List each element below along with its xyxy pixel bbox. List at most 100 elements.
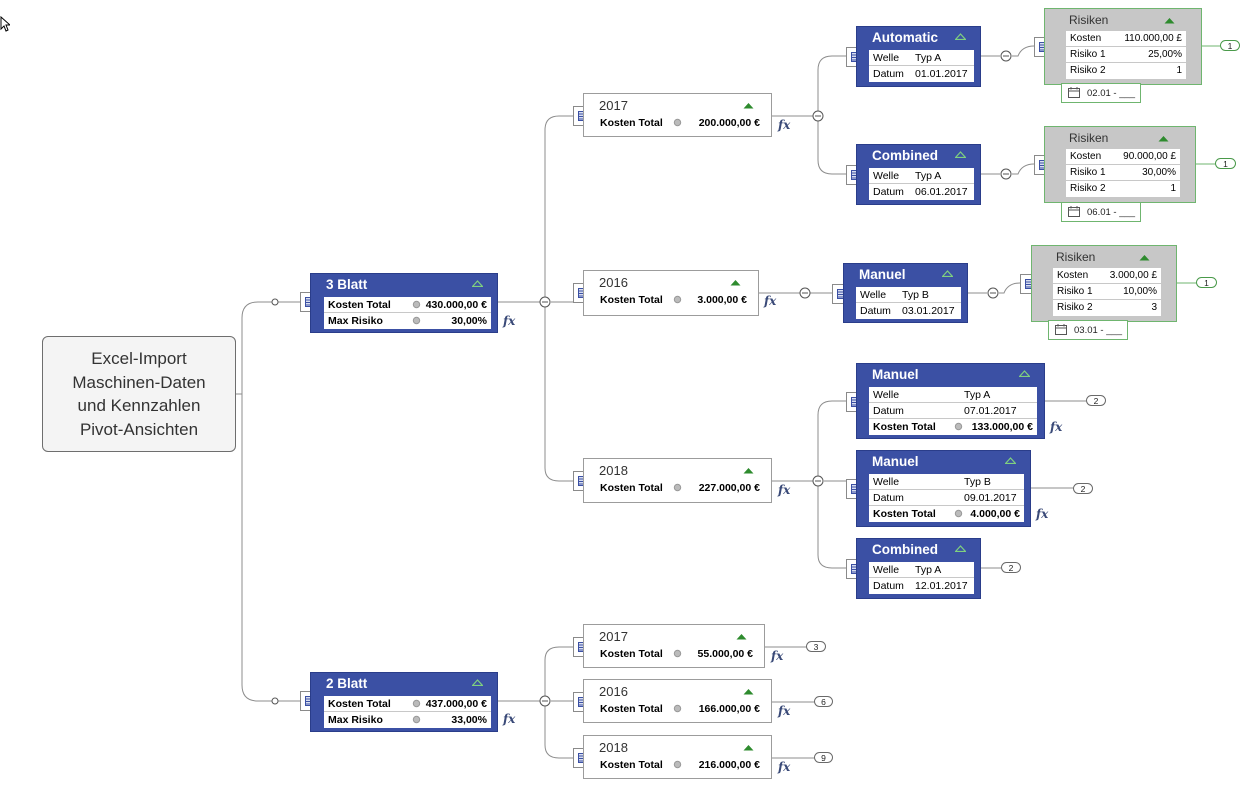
kosten-value: 55.000,00 € <box>697 648 753 660</box>
gear-icon <box>412 316 421 325</box>
kosten-label: Kosten Total <box>600 117 663 129</box>
year-node-2016[interactable]: 2016 Kosten Total 166.000,00 € <box>583 679 772 723</box>
formula-icon[interactable]: fx <box>778 704 791 718</box>
formula-icon[interactable]: fx <box>503 712 516 726</box>
kosten-label: Kosten Total <box>600 759 663 771</box>
date-range-text: 02.01 - ___ <box>1087 88 1136 99</box>
collapse-triangle-icon[interactable] <box>942 270 953 277</box>
formula-icon[interactable]: fx <box>503 314 516 328</box>
child-count-badge[interactable]: 2 <box>1086 395 1106 406</box>
root-topic[interactable]: Excel-Import Maschinen-Daten und Kennzah… <box>42 336 236 452</box>
root-line: und Kennzahlen <box>77 396 201 415</box>
risk-title: Risiken <box>1069 13 1109 27</box>
date-range-field[interactable]: 02.01 - ___ <box>1061 83 1141 103</box>
child-count-badge[interactable]: 1 <box>1215 158 1236 169</box>
expand-triangle-icon[interactable] <box>743 688 754 695</box>
child-count-badge[interactable]: 6 <box>814 696 833 707</box>
kosten-label: Kosten Total <box>600 648 663 660</box>
calendar-icon <box>1068 206 1080 217</box>
child-count-badge[interactable]: 1 <box>1220 40 1240 51</box>
collapse-triangle-icon[interactable] <box>1019 370 1030 377</box>
risk-title: Risiken <box>1069 131 1109 145</box>
child-count-badge[interactable]: 3 <box>806 641 826 652</box>
expand-triangle-icon[interactable] <box>1164 17 1175 24</box>
expand-triangle-icon[interactable] <box>730 279 741 286</box>
gear-icon <box>673 704 682 713</box>
machine-title: Manuel <box>859 267 906 282</box>
collapse-triangle-icon[interactable] <box>472 280 483 287</box>
expand-triangle-icon[interactable] <box>1158 135 1169 142</box>
child-count-badge[interactable]: 2 <box>1073 483 1093 494</box>
year-label: 2016 <box>599 684 628 699</box>
year-node-2016[interactable]: 2016 Kosten Total 3.000,00 € <box>583 270 759 316</box>
root-line: Maschinen-Daten <box>72 372 206 392</box>
topic-title: 3 Blatt <box>326 277 368 292</box>
calendar-icon <box>1068 87 1080 98</box>
year-node-2018[interactable]: 2018 Kosten Total 216.000,00 € <box>583 735 772 779</box>
child-count-badge[interactable]: 9 <box>814 752 833 763</box>
formula-icon[interactable]: fx <box>778 483 791 497</box>
formula-icon[interactable]: fx <box>1050 420 1063 434</box>
formula-icon[interactable]: fx <box>1036 507 1049 521</box>
collapse-triangle-icon[interactable] <box>955 545 966 552</box>
year-label: 2016 <box>599 275 628 290</box>
date-range-text: 06.01 - ___ <box>1087 207 1136 218</box>
gear-icon <box>412 715 421 724</box>
expand-triangle-icon[interactable] <box>1139 254 1150 261</box>
gear-icon <box>673 649 682 658</box>
year-node-2017[interactable]: 2017 Kosten Total 55.000,00 € <box>583 624 765 668</box>
root-line: Excel-Import <box>91 349 187 368</box>
expand-triangle-icon[interactable] <box>743 102 754 109</box>
expand-triangle-icon[interactable] <box>736 633 747 640</box>
gear-icon <box>673 295 682 304</box>
expand-triangle-icon[interactable] <box>743 744 754 751</box>
collapse-triangle-icon[interactable] <box>1005 457 1016 464</box>
collapse-triangle-icon[interactable] <box>955 33 966 40</box>
date-range-field[interactable]: 06.01 - ___ <box>1061 202 1141 222</box>
collapse-triangle-icon[interactable] <box>472 679 483 686</box>
kosten-value: 166.000,00 € <box>698 703 760 715</box>
gear-icon <box>673 760 682 769</box>
expand-triangle-icon[interactable] <box>743 467 754 474</box>
child-count-badge[interactable]: 2 <box>1001 562 1021 573</box>
gear-icon <box>412 300 421 309</box>
formula-icon[interactable]: fx <box>778 118 791 132</box>
formula-icon[interactable]: fx <box>778 760 791 774</box>
child-count-badge[interactable]: 1 <box>1196 277 1217 288</box>
formula-icon[interactable]: fx <box>764 294 777 308</box>
collapse-triangle-icon[interactable] <box>955 151 966 158</box>
date-range-field[interactable]: 03.01 - ___ <box>1048 320 1128 340</box>
topic-title: 2 Blatt <box>326 676 368 691</box>
year-node-2017[interactable]: 2017 Kosten Total 200.000,00 € <box>583 93 772 137</box>
mouse-cursor-icon <box>0 16 10 32</box>
year-node-2018[interactable]: 2018 Kosten Total 227.000,00 € <box>583 458 772 503</box>
formula-icon[interactable]: fx <box>771 649 784 663</box>
